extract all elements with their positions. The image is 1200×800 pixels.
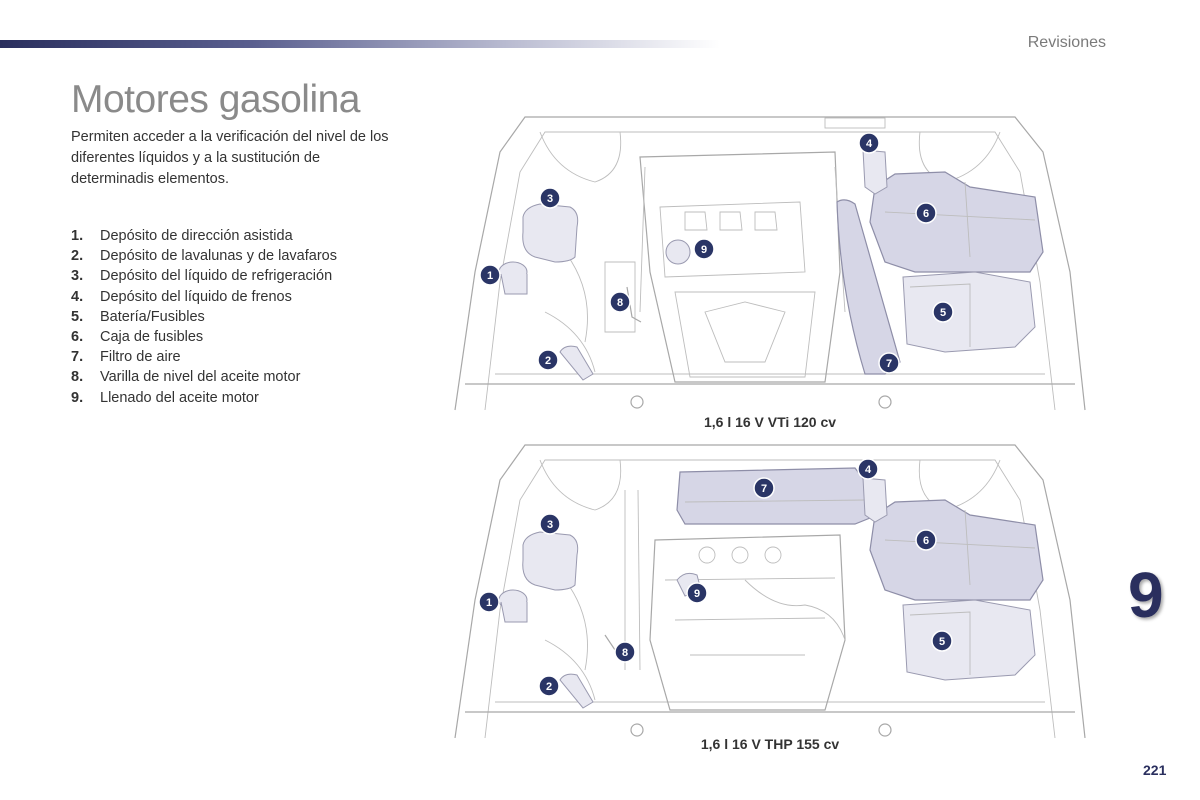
legend-item: 6. Caja de fusibles bbox=[71, 327, 337, 347]
svg-text:9: 9 bbox=[694, 588, 700, 600]
svg-text:2: 2 bbox=[546, 681, 552, 693]
callout-badge-7: 7 bbox=[753, 477, 775, 499]
callout-badge-8: 8 bbox=[609, 291, 631, 313]
legend-number: 1. bbox=[71, 228, 84, 244]
callout-badge-2: 2 bbox=[537, 349, 559, 371]
legend-item: 3. Depósito del líquido de refrigeración bbox=[71, 266, 337, 286]
callout-badge-4: 4 bbox=[858, 132, 880, 154]
svg-text:1: 1 bbox=[486, 597, 492, 609]
callout-badge-6: 6 bbox=[915, 202, 937, 224]
section-title: Revisiones bbox=[1027, 34, 1106, 51]
callout-badge-3: 3 bbox=[539, 187, 561, 209]
callout-badge-8: 8 bbox=[614, 641, 636, 663]
legend-number: 8. bbox=[71, 369, 84, 386]
svg-text:7: 7 bbox=[886, 358, 892, 370]
callout-badge-5: 5 bbox=[931, 630, 953, 652]
engine-diagram-vti: 1 2 3 4 5 6 7 8 9 1,6 l 16 V VTi 120 cv bbox=[445, 112, 1095, 430]
svg-text:7: 7 bbox=[761, 483, 767, 495]
component-legend: 1. Depósito de dirección asistida 2. Depós… bbox=[71, 226, 337, 408]
legend-number: 6. bbox=[71, 329, 84, 346]
legend-number: 5. bbox=[71, 308, 84, 325]
callout-badge-6: 6 bbox=[915, 529, 937, 551]
legend-number: 9. bbox=[71, 389, 84, 406]
legend-label: Batería/Fusibles bbox=[100, 308, 205, 325]
legend-item: 4. Depósito del líquido de frenos bbox=[71, 287, 337, 307]
legend-item: 7. Filtro de aire bbox=[71, 347, 337, 367]
svg-text:5: 5 bbox=[940, 307, 946, 319]
legend-label: Llenado del aceite motor bbox=[100, 389, 259, 406]
svg-text:8: 8 bbox=[617, 297, 623, 309]
callout-badge-1: 1 bbox=[478, 591, 500, 613]
callout-badge-9: 9 bbox=[686, 582, 708, 604]
callout-badge-2: 2 bbox=[538, 675, 560, 697]
page-title: Motores gasolina bbox=[71, 78, 361, 121]
legend-number: 3. bbox=[71, 268, 84, 285]
legend-label: Depósito de dirección asistida bbox=[100, 228, 293, 244]
svg-text:9: 9 bbox=[701, 244, 707, 256]
svg-text:4: 4 bbox=[866, 138, 873, 150]
callout-badge-1: 1 bbox=[479, 264, 501, 286]
legend-label: Caja de fusibles bbox=[100, 329, 204, 346]
chapter-number: 9 bbox=[1128, 559, 1164, 631]
svg-text:3: 3 bbox=[547, 519, 553, 531]
legend-label: Depósito del líquido de refrigeración bbox=[100, 268, 333, 285]
svg-text:3: 3 bbox=[547, 193, 553, 205]
svg-text:4: 4 bbox=[865, 464, 872, 476]
intro-paragraph: Permiten acceder a la verificación del n… bbox=[71, 129, 389, 187]
callout-badge-4: 4 bbox=[857, 458, 879, 480]
legend-label: Varilla de nivel del aceite motor bbox=[100, 369, 301, 386]
figure-caption: 1,6 l 16 V THP 155 cv bbox=[700, 736, 840, 752]
legend-label: Depósito de lavalunas y de lavafaros bbox=[100, 248, 337, 265]
legend-label: Depósito del líquido de frenos bbox=[100, 288, 292, 305]
legend-label: Filtro de aire bbox=[100, 349, 181, 366]
svg-text:5: 5 bbox=[939, 636, 945, 648]
svg-text:8: 8 bbox=[622, 647, 628, 659]
svg-text:6: 6 bbox=[923, 208, 929, 220]
engine-bay-illustration: 1 2 3 4 5 6 7 8 9 bbox=[454, 116, 1086, 411]
legend-item: 8. Varilla de nivel del aceite motor bbox=[71, 367, 337, 387]
callout-badge-9: 9 bbox=[693, 238, 715, 260]
page-number: 221 bbox=[1143, 762, 1167, 778]
legend-number: 7. bbox=[71, 349, 84, 366]
legend-number: 4. bbox=[71, 288, 84, 305]
legend-item: 2. Depósito de lavalunas y de lavafaros bbox=[71, 246, 337, 266]
engine-diagram-thp: 1 2 3 4 5 6 7 8 9 1,6 l 16 V THP 155 cv bbox=[445, 440, 1095, 752]
callout-badge-5: 5 bbox=[932, 301, 954, 323]
legend-item: 9. Llenado del aceite motor bbox=[71, 388, 337, 408]
svg-text:1: 1 bbox=[487, 270, 493, 282]
legend-item: 5. Batería/Fusibles bbox=[71, 307, 337, 327]
engine-bay-illustration: 1 2 3 4 5 6 7 8 9 bbox=[454, 444, 1086, 738]
svg-text:2: 2 bbox=[545, 355, 551, 367]
callout-badge-3: 3 bbox=[539, 513, 561, 535]
legend-number: 2. bbox=[71, 248, 84, 265]
header-gradient-bar bbox=[0, 40, 720, 48]
figure-caption: 1,6 l 16 V VTi 120 cv bbox=[703, 414, 837, 430]
legend-item: 1. Depósito de dirección asistida bbox=[71, 226, 337, 246]
callout-badge-7: 7 bbox=[878, 352, 900, 374]
svg-text:6: 6 bbox=[923, 535, 929, 547]
